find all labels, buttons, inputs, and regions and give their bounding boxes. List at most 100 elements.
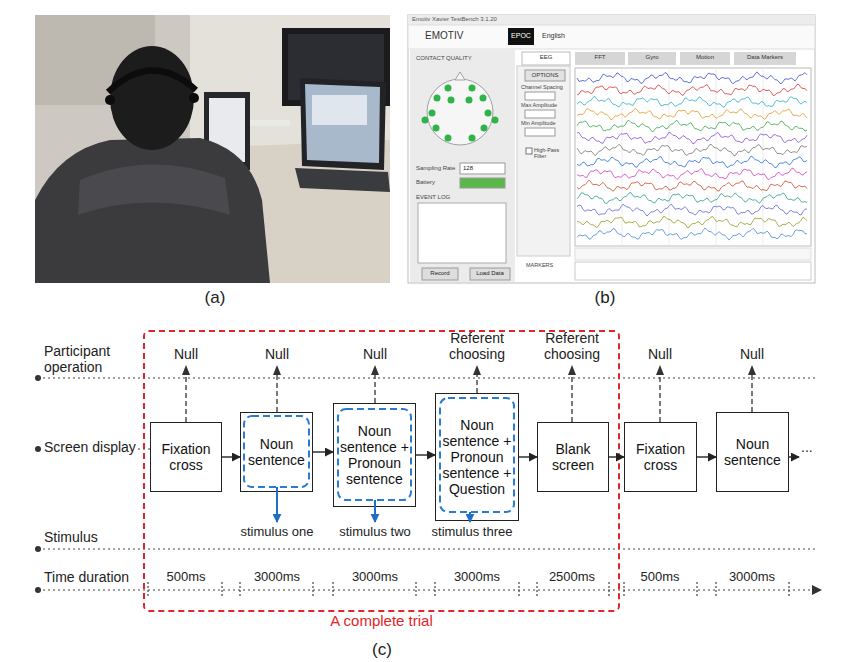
screen-text: EPOC xyxy=(508,32,534,40)
screen-text: CONTACT QUALITY xyxy=(416,55,511,62)
sensor-dot xyxy=(445,85,452,92)
hood xyxy=(78,164,230,215)
input-box xyxy=(525,92,555,100)
power-strip xyxy=(250,120,290,126)
stimulus-frame xyxy=(440,398,514,512)
sensor-dot xyxy=(469,135,476,142)
epoc-button xyxy=(508,28,534,45)
screen-text: High-Pass Filter xyxy=(534,147,570,159)
laptop-base xyxy=(295,168,390,192)
sensor-dot xyxy=(445,135,452,142)
sensor-dot xyxy=(466,97,473,104)
operation-arrow xyxy=(185,373,186,422)
time-tick xyxy=(415,582,416,598)
sensor-dot xyxy=(485,110,492,117)
operation-label: Referent choosing xyxy=(536,331,608,362)
screen-text: EMOTIV xyxy=(425,30,495,41)
row-heading: Participant operation xyxy=(44,344,134,375)
header-bar xyxy=(408,25,815,49)
operation-label: Null xyxy=(722,347,782,363)
screen-text: Load Data xyxy=(470,270,510,277)
operation-arrow xyxy=(476,373,477,393)
eeg-trace xyxy=(577,120,807,132)
tab xyxy=(522,52,570,65)
duration-label: 500ms xyxy=(154,570,218,585)
screen-text: Emotiv Xavier TestBench 3.1.20 xyxy=(412,16,612,23)
sensor-dot xyxy=(422,117,429,124)
sensor-dot xyxy=(469,85,476,92)
panel-label: (a) xyxy=(190,288,240,307)
screen-text: EVENT LOG xyxy=(416,194,476,201)
operation-label: Null xyxy=(156,347,216,363)
flow-arrow xyxy=(313,451,333,452)
operation-arrow xyxy=(276,373,277,412)
headset-sensor xyxy=(189,93,199,103)
arrowhead-shape xyxy=(473,365,481,375)
screen-text: 128 xyxy=(463,165,493,172)
grid-line xyxy=(622,68,623,246)
channel-legend-strip xyxy=(575,248,811,260)
box-label: Fixation cross xyxy=(155,441,217,473)
screen-box: Noun sentence xyxy=(240,412,313,492)
grid-line xyxy=(763,68,764,246)
eeg-trace xyxy=(577,180,807,191)
record-button xyxy=(422,268,458,280)
arrowhead-shape xyxy=(748,365,756,375)
photo-background xyxy=(35,15,390,283)
flow-arrow xyxy=(697,456,716,457)
title-bar xyxy=(408,15,815,25)
eeg-trace xyxy=(577,144,807,156)
stimulus-frame xyxy=(338,409,411,500)
continuation-mark: ... xyxy=(801,440,825,456)
screen-text: Record xyxy=(422,270,458,277)
operation-arrow xyxy=(659,373,660,422)
screen-text: Sampling Rate xyxy=(416,165,460,172)
left-panel xyxy=(410,50,515,282)
flow-arrow xyxy=(609,456,624,457)
screen-box: Blank screen xyxy=(537,422,609,492)
marker-strip xyxy=(575,262,811,280)
time-tick xyxy=(696,582,697,598)
checkbox xyxy=(526,148,532,154)
time-tick xyxy=(715,582,716,598)
screen-box: Noun sentence xyxy=(716,412,789,492)
box-label: Noun sentence + Pronoun sentence xyxy=(338,423,411,487)
row-line xyxy=(38,548,818,549)
eeg-trace xyxy=(577,193,807,204)
row-dot xyxy=(35,446,41,452)
box-label: Noun sentence xyxy=(245,436,308,468)
time-tick xyxy=(434,582,435,598)
time-tick xyxy=(221,582,222,598)
sensor-dot xyxy=(433,125,440,132)
screen-text: FFT xyxy=(577,54,623,61)
screen-text: EEG xyxy=(523,54,569,61)
screen-text: English xyxy=(542,32,582,40)
screen-text: MARKERS xyxy=(526,262,572,268)
time-tick xyxy=(608,582,609,598)
eeg-trace xyxy=(577,204,807,216)
frame-caption: A complete trial xyxy=(145,612,618,629)
row-heading: Screen display xyxy=(44,440,154,456)
box-label: Noun sentence + Pronoun sentence + Quest… xyxy=(440,417,514,497)
eeg-trace xyxy=(577,96,807,107)
head-nose xyxy=(455,72,465,80)
arrowhead-shape xyxy=(568,365,576,375)
options-header xyxy=(525,70,565,81)
time-tick xyxy=(239,582,240,598)
box-label: Fixation cross xyxy=(629,441,692,473)
laptop-window xyxy=(312,95,367,125)
eeg-waves xyxy=(577,72,807,240)
row-heading: Time duration xyxy=(44,570,154,586)
eeg-trace xyxy=(577,228,807,240)
tab xyxy=(680,52,730,65)
tab xyxy=(628,52,676,65)
panel-label: (c) xyxy=(357,640,407,659)
time-tick xyxy=(332,582,333,598)
panel-label: (b) xyxy=(580,288,630,307)
stimulus-label: stimulus three xyxy=(422,525,522,540)
eeg-trace xyxy=(577,72,807,84)
operation-arrowheads xyxy=(182,365,756,375)
battery-bar xyxy=(460,178,505,188)
screenshot-frame xyxy=(408,15,815,283)
operation-arrow xyxy=(374,373,375,403)
